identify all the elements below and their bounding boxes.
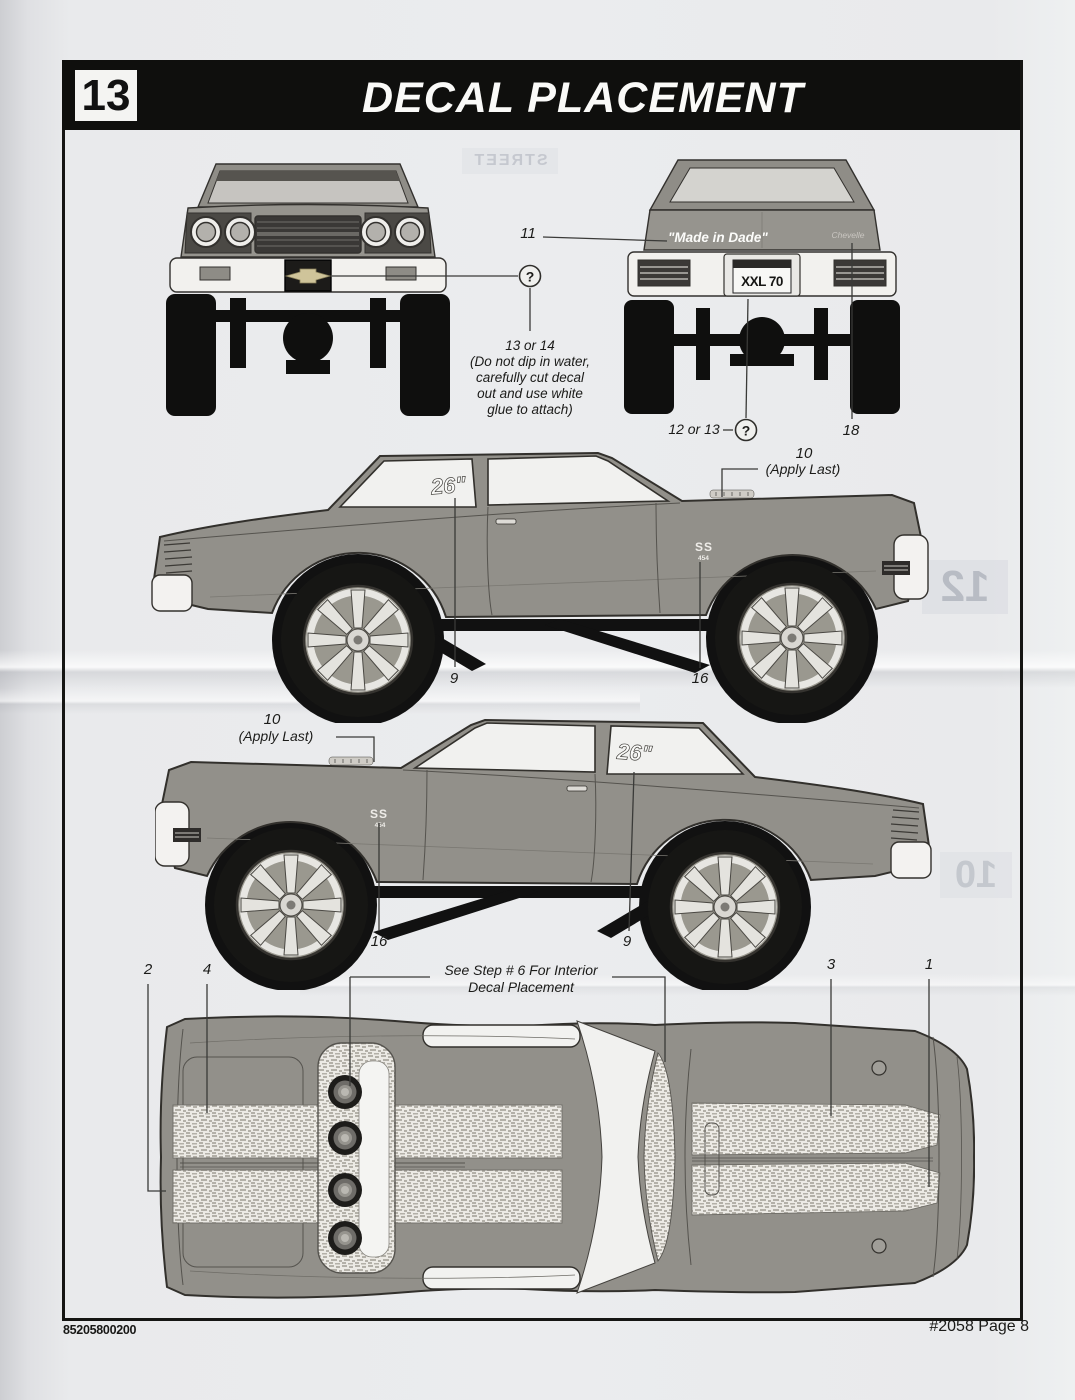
hood-scoop-seam [704, 1122, 720, 1196]
ss-emblem: SS [695, 540, 713, 554]
taillights [637, 259, 887, 287]
headlights [190, 216, 426, 248]
windshield [576, 1020, 656, 1294]
part-number: 85205800200 [63, 1323, 137, 1337]
callout-16-lower: 16 [370, 933, 388, 950]
ss-emblem: SS [370, 807, 388, 821]
trunk-lid-seam [182, 1056, 304, 1268]
callout-12or13: 12 or 13 [668, 421, 720, 437]
callout-9-upper: 9 [449, 670, 459, 687]
callout-1: 1 [924, 956, 934, 973]
front-chassis [166, 294, 450, 416]
callout-3: 3 [826, 956, 836, 973]
page-reference: #2058 Page 8 [929, 1318, 1029, 1335]
rear-chassis [624, 300, 900, 414]
speakers [328, 1075, 362, 1255]
hood-pin-hole [871, 1238, 887, 1254]
trunk-slogan-decal: "Made in Dade" [668, 230, 768, 245]
rear-tray-decal [317, 1042, 396, 1274]
interior-decal-note: See Step # 6 For Interior Decal Placemen… [444, 962, 598, 995]
callout-4: 4 [202, 961, 212, 978]
front-view-illustration [166, 163, 450, 416]
hood-stripe-decals [691, 1102, 941, 1216]
front-decal-note: 13 or 14 (Do not dip in water, carefully… [469, 338, 591, 417]
ss-454-emblem: 454 [698, 555, 709, 562]
rear-view-illustration: XXL 70 "Made in Dade" Chevelle [624, 159, 900, 414]
apply-last-note-upper: (Apply Last) [765, 461, 841, 477]
window-size-decal: 26" [429, 472, 468, 500]
dash-decal [643, 1052, 676, 1262]
page-title: DECAL PLACEMENT [362, 74, 804, 122]
callout-10-lower: 10 [263, 711, 281, 728]
bowtie-emblem [284, 268, 332, 284]
top-view-illustration [159, 1015, 975, 1299]
license-plate-text: XXL 70 [741, 274, 783, 289]
note-number: 13 or 14 [505, 338, 555, 353]
callout-16-upper: 16 [691, 670, 709, 687]
callout-9-lower: 9 [622, 933, 632, 950]
license-plate: XXL 70 [723, 253, 801, 297]
window-size-decal: 26" [615, 739, 653, 766]
front-view-car [169, 163, 447, 293]
side-view-lower: 26" SS 454 [155, 712, 945, 990]
ss-454-emblem: 454 [375, 822, 386, 829]
rear-script-decal: Chevelle [831, 230, 864, 240]
callout-2: 2 [143, 961, 153, 978]
step-number-box: 13 [75, 70, 137, 121]
side-view-upper: 26" SS 454 [150, 445, 940, 723]
grille-texture [257, 221, 359, 247]
header-bar [62, 60, 1020, 130]
apply-last-note-lower: (Apply Last) [238, 728, 314, 744]
callout-18: 18 [842, 422, 860, 439]
callout-10-upper: 10 [795, 445, 813, 462]
rear-view-car: XXL 70 [627, 159, 897, 297]
hood-pin-hole [871, 1060, 887, 1076]
callout-11: 11 [520, 225, 536, 242]
